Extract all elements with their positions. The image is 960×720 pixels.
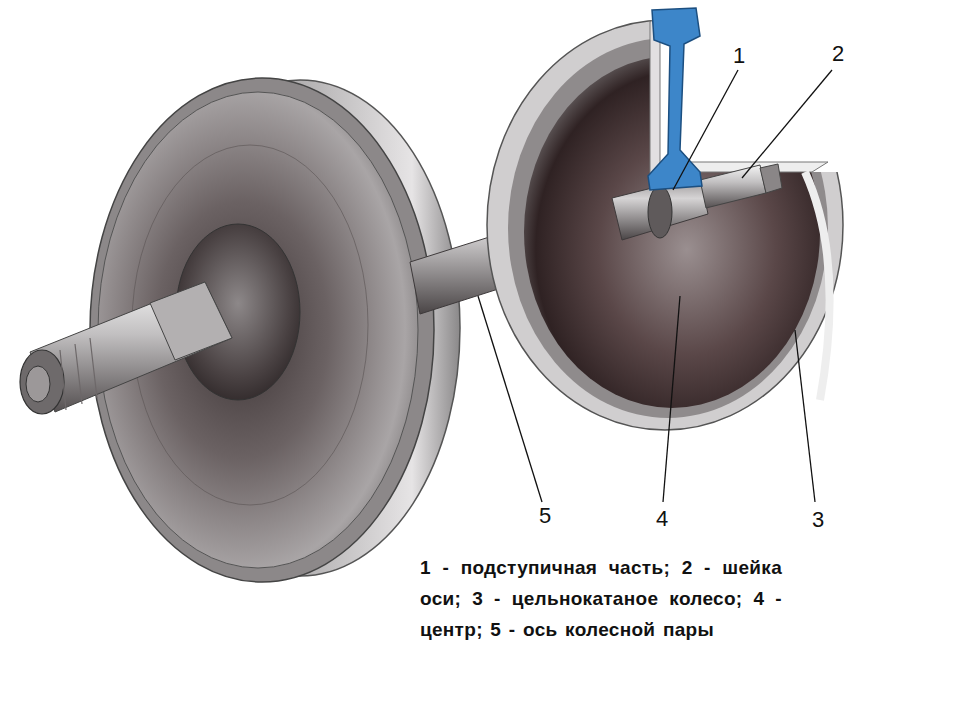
cut-wheel [487,20,843,430]
callout-number: 2 [829,42,847,66]
wheel-disc-edge [132,145,368,505]
axle-end-nut [26,366,50,402]
rail-profile [648,8,702,190]
thread-lines [60,338,97,410]
axle-shoulder [648,186,672,238]
leader-line [673,70,738,190]
caption: 1 - подступичная часть; 2 - шейка оси; 3… [420,552,782,645]
leader-line [742,70,832,178]
axle-end [20,350,64,414]
callout-number: 5 [536,504,554,528]
wheel-rim [487,20,843,430]
axle-collar [150,282,232,360]
callout-number: 1 [730,44,748,68]
axle-journal [700,165,766,208]
leader-line [478,296,542,502]
wheel-rim-inner [508,38,828,418]
callout-number: 3 [809,508,827,532]
callout-number: 4 [653,507,671,531]
leader-line [795,330,815,502]
leader-line [663,296,680,502]
rim-cut-edge [805,172,830,400]
axle-thread [760,164,782,193]
